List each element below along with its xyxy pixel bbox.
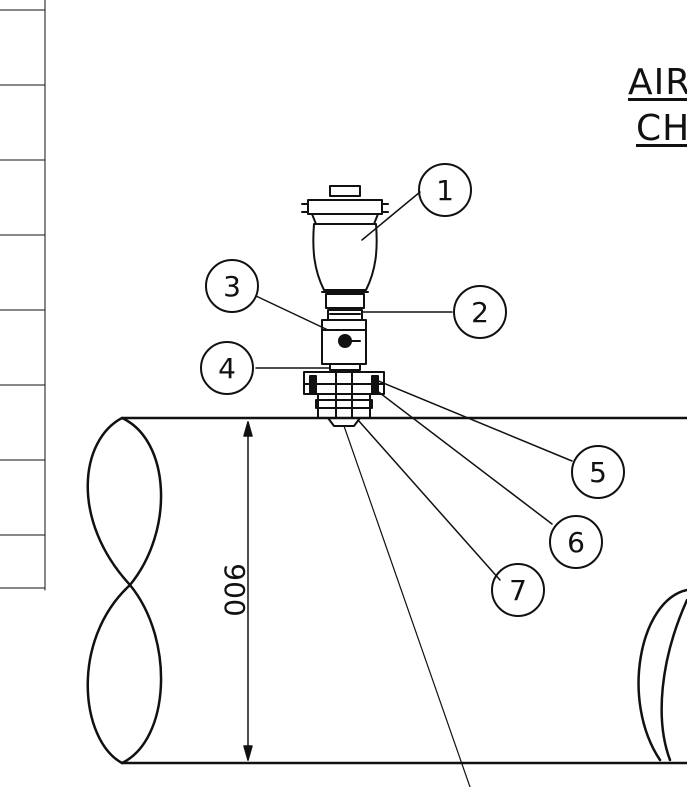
- callout-circle-2: [453, 285, 507, 339]
- pipe: [86, 416, 687, 765]
- callout-label-3: 3: [223, 270, 241, 303]
- callout-balloons: [200, 163, 625, 617]
- callout-label-5: 5: [589, 456, 607, 489]
- callout-circle-5: [571, 445, 625, 499]
- callout-label-2: 2: [471, 296, 489, 329]
- callout-circle-6: [549, 515, 603, 569]
- leader-lines: [255, 191, 573, 581]
- title-block-strip: [0, 0, 46, 591]
- callout-circle-7: [491, 563, 545, 617]
- callout-circle-3: [205, 259, 259, 313]
- coupling: [327, 309, 363, 321]
- title-line-1: AIR: [628, 62, 687, 103]
- dimension-line: [243, 421, 253, 761]
- callout-label-1: 1: [436, 174, 454, 207]
- callout-labels: 1 2 3 4 5 6 7: [218, 174, 607, 607]
- callout-label-6: 6: [567, 526, 585, 559]
- dimension-label: 900: [218, 563, 251, 616]
- title-line-2: CH: [636, 108, 687, 149]
- callout-label-4: 4: [218, 352, 236, 385]
- flange-assembly: [303, 371, 385, 419]
- tapping-tube: [327, 417, 471, 788]
- callout-circle-1: [418, 163, 472, 217]
- ball-valve: [321, 319, 367, 371]
- callout-label-7: 7: [509, 574, 527, 607]
- callout-circle-4: [200, 341, 254, 395]
- air-valve-body: [301, 185, 389, 309]
